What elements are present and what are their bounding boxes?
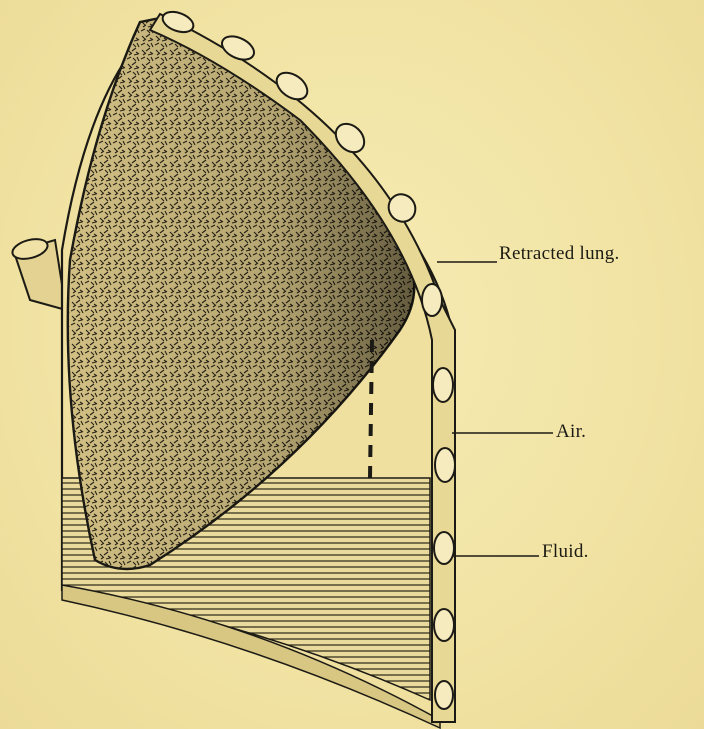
label-retracted-lung: Retracted lung. [499,243,620,265]
label-air: Air. [556,421,586,443]
bronchus-stub [10,236,66,310]
label-fluid: Fluid. [542,541,589,563]
